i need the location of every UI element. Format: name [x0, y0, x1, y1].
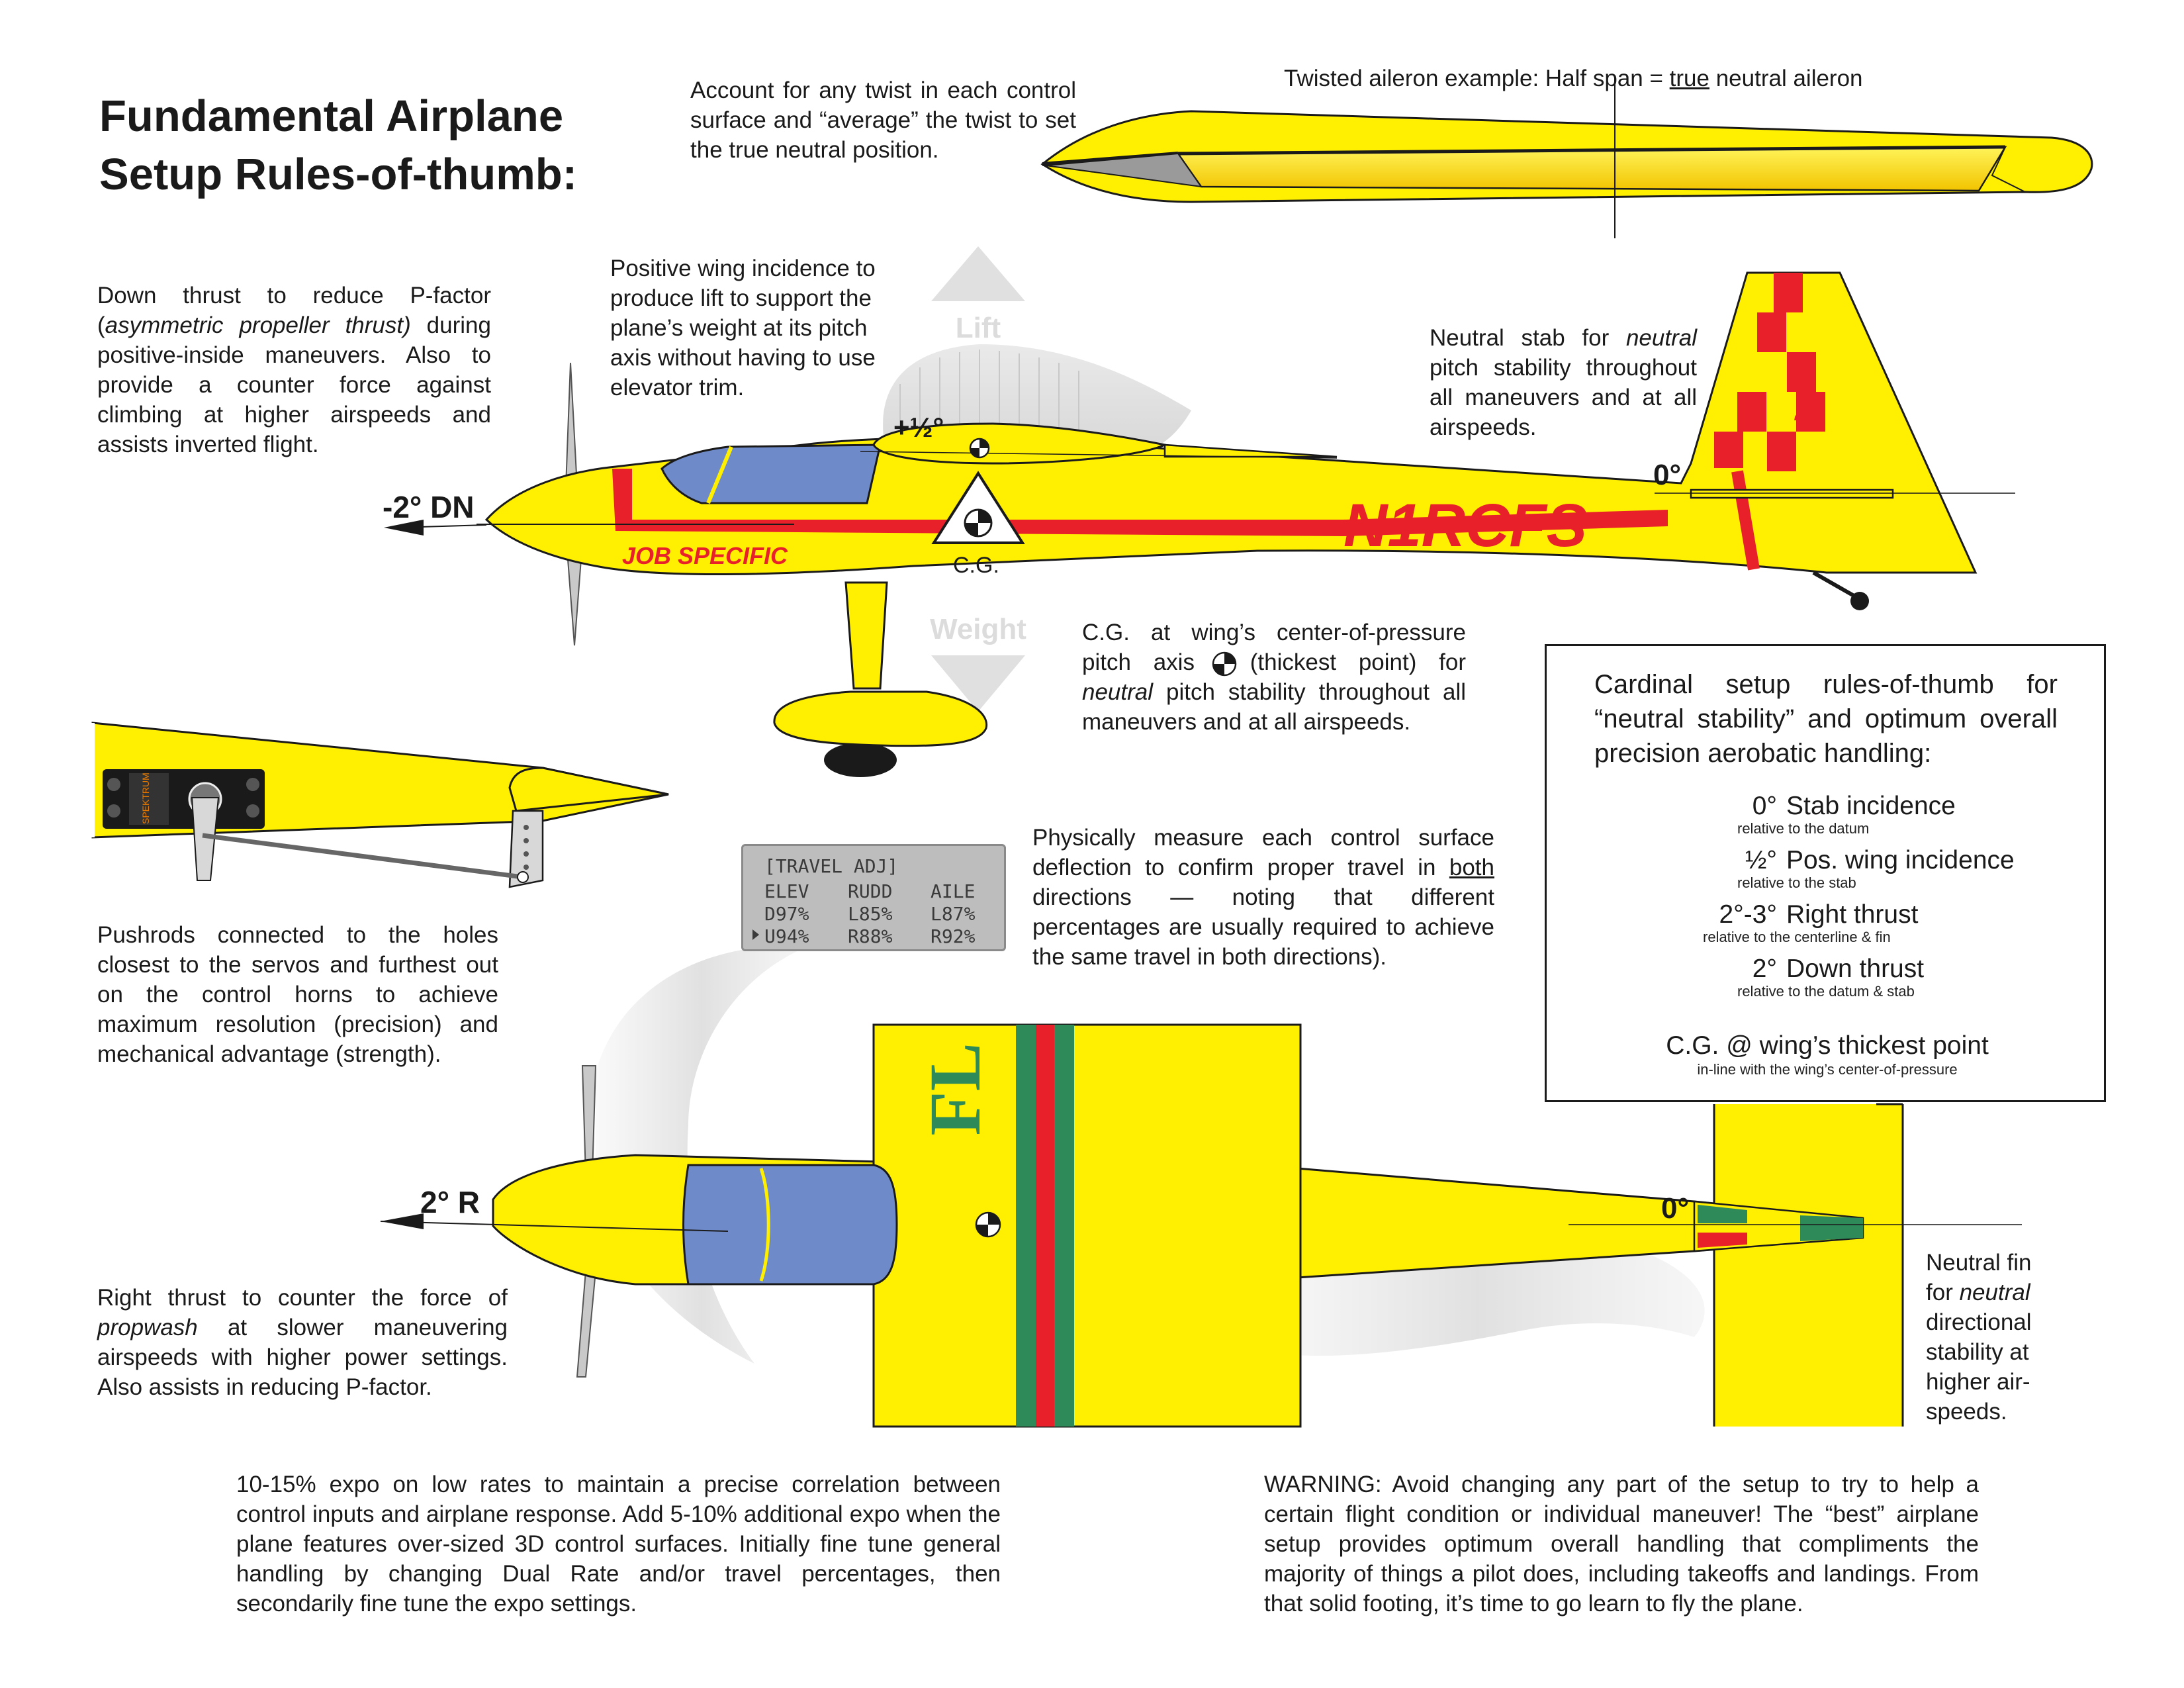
- weight-arrow: [931, 655, 1025, 712]
- stab-angle-label: 0°: [1653, 459, 1681, 491]
- stab-emphasis: neutral: [1625, 325, 1697, 351]
- registration-lettering: N1RCFS: [1343, 492, 1587, 559]
- travel-value: D97%: [764, 903, 809, 925]
- fin-angle-label: 0°: [1661, 1192, 1689, 1225]
- rightthrust-text-1: Right thrust to counter the force of: [97, 1285, 508, 1311]
- twisted-aileron-suffix: neutral aileron: [1709, 66, 1863, 91]
- travel-adjust-display: [TRAVEL ADJ] ELEV D97% U94% RUDD L85% R8…: [741, 844, 1006, 951]
- cg-label: C.G.: [953, 553, 999, 578]
- top-view-airplane: [380, 945, 2022, 1428]
- right-thrust-note: Right thrust to counter the force of pro…: [97, 1283, 508, 1402]
- measure-text-1: Physically measure each control surface …: [1032, 825, 1494, 880]
- cg-emphasis: neutral: [1082, 679, 1154, 705]
- measure-underline: both: [1449, 855, 1494, 880]
- rule-note: relative to the centerline & fin: [1703, 929, 1891, 945]
- travel-col-elev: ELEV D97% U94%: [764, 880, 809, 948]
- rightthrust-emphasis: propwash: [97, 1315, 198, 1340]
- downthrust-note: Down thrust to reduce P-factor (asymmetr…: [97, 281, 491, 459]
- cg-text-3: pitch stability throughout all maneuvers…: [1082, 679, 1466, 735]
- job-specific-lettering: JOB SPECIFIC: [622, 542, 788, 569]
- rule-cg-note: in-line with the wing’s center-of-pressu…: [1697, 1061, 1958, 1078]
- rule-value: 2°-3°: [1719, 900, 1777, 929]
- downthrust-text-2: during positive-inside maneuvers. Also t…: [97, 312, 491, 457]
- travel-header: AILE: [931, 880, 976, 902]
- twist-note: Account for any twist in each control su…: [690, 77, 1076, 163]
- downthrust-text-1: Down thrust to reduce P-factor (: [97, 283, 491, 338]
- measure-note: Physically measure each control surface …: [1032, 823, 1494, 972]
- rule-note: relative to the datum: [1737, 820, 1870, 837]
- pushrods-note: Pushrods connected to the holes closest …: [97, 922, 498, 1067]
- side-view-airplane: [384, 271, 2015, 777]
- servo-brand-text: SPEKTRUM: [140, 773, 151, 824]
- travel-value: R88%: [848, 925, 893, 947]
- travel-col-rudd: RUDD L85% R88%: [848, 880, 892, 948]
- rule-name: Pos. wing incidence: [1786, 846, 2015, 874]
- rule-name: Down thrust: [1786, 955, 1925, 983]
- weight-label: Weight: [930, 613, 1026, 645]
- twisted-aileron-prefix: Twisted aileron example: Half span =: [1284, 66, 1670, 91]
- cg-text-2: (thickest point) for: [1250, 649, 1466, 675]
- rule-value: ½°: [1745, 846, 1777, 874]
- servo-pushrod-illustration: SPEKTRUM: [91, 722, 669, 888]
- twisted-aileron-true: true: [1669, 66, 1709, 91]
- cardinal-rules-box: Cardinal setup rules-of-thumb for “neutr…: [1545, 644, 2106, 1102]
- travel-header: ELEV: [764, 880, 809, 902]
- tail-number: 2: [1794, 385, 1817, 429]
- twisted-aileron-note: Twisted aileron example: Half span = tru…: [1284, 64, 1946, 93]
- right-thrust-angle-label: 2° R: [420, 1185, 480, 1219]
- rule-note: relative to the stab: [1737, 874, 1856, 891]
- selection-caret-icon: [752, 929, 759, 940]
- expo-note: 10-15% expo on low rates to maintain a p…: [236, 1472, 1001, 1617]
- travel-value: U94%: [764, 925, 809, 947]
- stab-text-2: pitch stability throughout all maneuvers…: [1430, 355, 1697, 440]
- downthrust-angle-label: -2° DN: [383, 490, 475, 524]
- fin-text-1: Neutral fin for: [1926, 1250, 2032, 1305]
- title-line-1: Fundamental Airplane: [99, 91, 564, 141]
- lift-label: Lift: [956, 312, 1001, 344]
- wing-incidence-label: +½°: [893, 412, 944, 443]
- warning-note: WARNING: Avoid changing any part of the …: [1264, 1472, 1979, 1617]
- rule-name: Right thrust: [1786, 900, 1919, 929]
- travel-value: L85%: [848, 903, 893, 925]
- stab-note: Neutral stab for neutral pitch stability…: [1430, 323, 1697, 442]
- title-line-2: Setup Rules-of-thumb:: [99, 150, 578, 199]
- travel-value: R92%: [931, 925, 976, 947]
- rightthrust-text-2: at slower maneuvering airspeeds with hig…: [97, 1315, 508, 1400]
- page-title: Fundamental Airplane Setup Rules-of-thum…: [99, 87, 629, 204]
- rule-cg-text: C.G. @ wing’s thickest point: [1666, 1031, 1989, 1060]
- travel-value: L87%: [931, 903, 976, 925]
- tail-checker: [1714, 273, 1825, 471]
- travel-header: RUDD: [848, 880, 893, 902]
- fuselage-lettering: FL: [915, 1043, 995, 1136]
- fin-text-2: directional stability at higher air-spee…: [1926, 1309, 2032, 1425]
- fin-emphasis: neutral: [1959, 1280, 2030, 1305]
- rule-note: relative to the datum & stab: [1737, 983, 1915, 1000]
- fin-note: Neutral fin for neutral directional stab…: [1926, 1248, 2052, 1427]
- stab-text-1: Neutral stab for: [1430, 325, 1626, 351]
- travel-adjust-title: [TRAVEL ADJ]: [764, 855, 899, 877]
- measure-text-2: directions — noting that different perce…: [1032, 884, 1494, 970]
- rule-value: 2°: [1752, 955, 1777, 983]
- rule-name: Stab incidence: [1786, 792, 1956, 820]
- lift-arrow: [931, 246, 1025, 301]
- incidence-note: Positive wing incidence to produce lift …: [610, 256, 876, 400]
- cardinal-heading: Cardinal setup rules-of-thumb for “neutr…: [1594, 670, 2058, 768]
- travel-col-aile: AILE L87% R92%: [931, 880, 975, 948]
- twisted-aileron-illustration: [1040, 76, 2093, 238]
- rule-value: 0°: [1752, 792, 1777, 820]
- downthrust-emphasis: asymmetric propeller thrust): [105, 312, 411, 338]
- cg-text-1: C.G. at wing’s center-of-pressure pitch …: [1082, 620, 1466, 675]
- cg-note: C.G. at wing’s center-of-pressure pitch …: [1082, 618, 1466, 737]
